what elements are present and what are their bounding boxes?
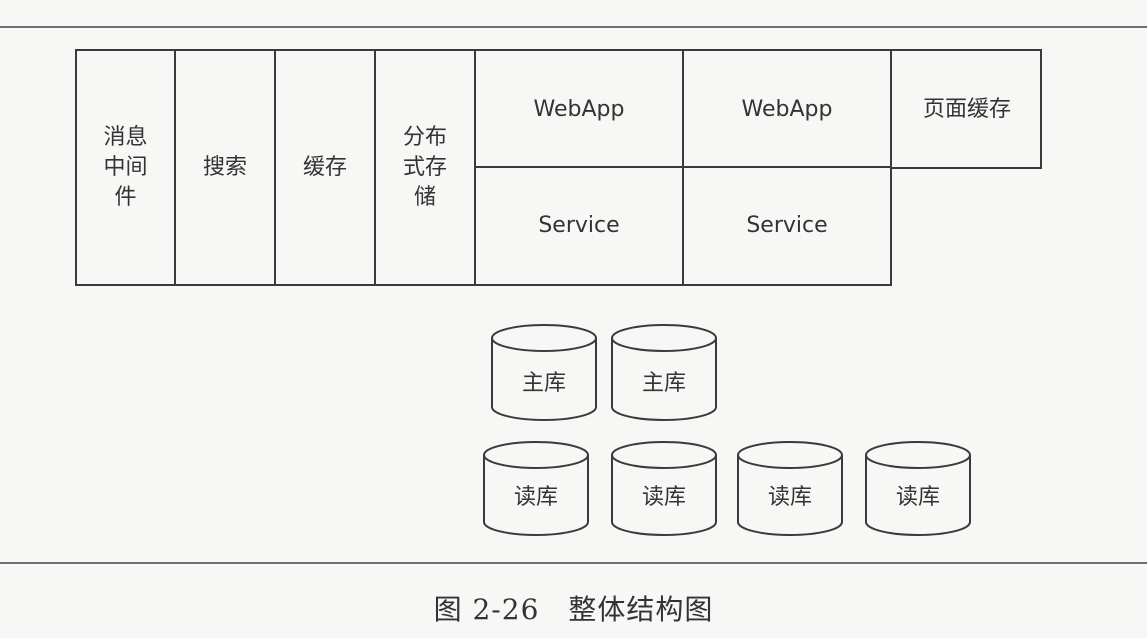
webapp-box-2: WebApp [741, 97, 833, 122]
distributed-storage-box: 分布 式存 储 [402, 124, 447, 210]
read-db-cylinder-1 [483, 441, 589, 536]
divider [474, 166, 892, 168]
webapp-box-1: WebApp [533, 97, 625, 122]
service-box-1: Service [538, 213, 620, 238]
read-db-cylinder-3 [737, 441, 843, 536]
figure-caption: 图 2-26 整体结构图 [433, 593, 714, 626]
service-box-2: Service [746, 213, 828, 238]
top-rule [0, 26, 1147, 28]
read-db-label-4: 读库 [896, 485, 940, 510]
master-db-label-1: 主库 [522, 371, 566, 396]
divider [274, 49, 276, 286]
master-db-cylinder-2 [611, 324, 717, 421]
bottom-rule [0, 562, 1147, 564]
page-cache-box [890, 49, 1042, 169]
read-db-label-3: 读库 [768, 485, 812, 510]
cache-box: 缓存 [302, 154, 347, 180]
master-db-cylinder-1 [491, 324, 597, 421]
read-db-label-2: 读库 [642, 485, 686, 510]
divider [374, 49, 376, 286]
search-box: 搜索 [202, 154, 247, 180]
read-db-cylinder-4 [865, 441, 971, 536]
read-db-label-1: 读库 [514, 485, 558, 510]
page-cache-label: 页面缓存 [922, 97, 1011, 122]
read-db-cylinder-2 [611, 441, 717, 536]
master-db-label-2: 主库 [642, 371, 686, 396]
message-middleware-box: 消息 中间 件 [103, 124, 148, 210]
divider [174, 49, 176, 286]
